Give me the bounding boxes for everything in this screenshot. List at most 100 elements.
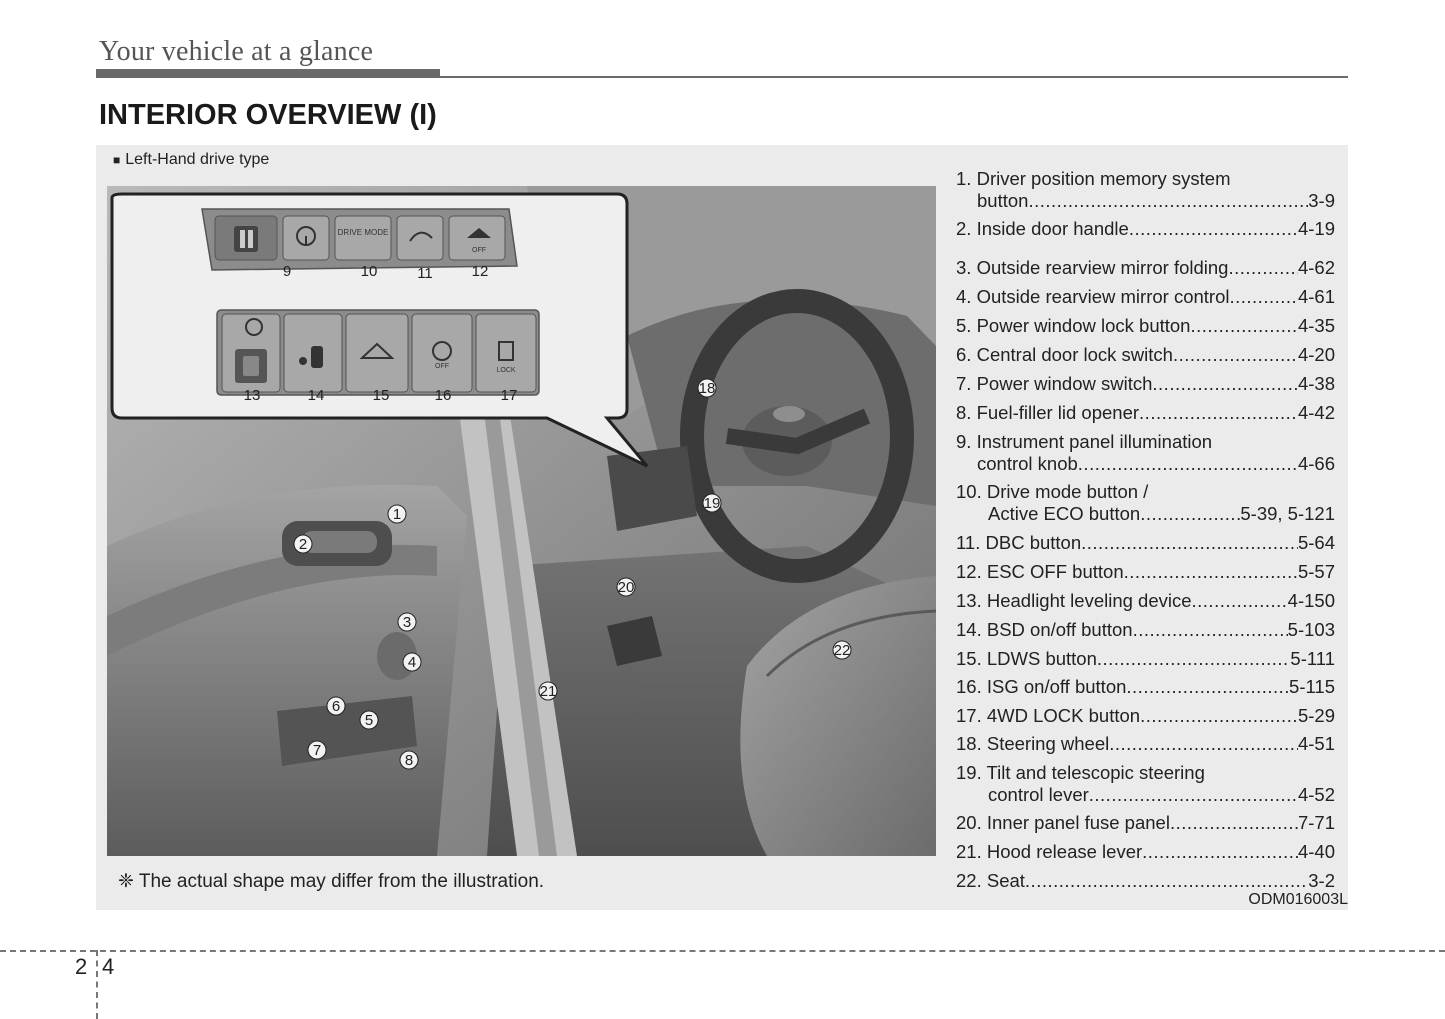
legend-item-number: 4. <box>956 286 972 307</box>
legend-item: 22. Seat 3-2 <box>956 870 1335 892</box>
legend-item-page: 4-19 <box>1297 218 1335 239</box>
legend-item-text: Outside rearview mirror control <box>976 286 1230 307</box>
legend-item: 20. Inner panel fuse panel 7-71 <box>956 812 1335 834</box>
legend-item-page: 7-71 <box>1297 812 1335 833</box>
legend-item-row: 17. 4WD LOCK button 5-29 <box>956 705 1335 727</box>
legend-item-first-line: 9. Instrument panel illumination <box>956 431 1335 453</box>
legend-item-row: 21. Hood release lever 4-40 <box>956 841 1335 863</box>
legend-item-row: 13. Headlight leveling device 4-150 <box>956 590 1335 612</box>
legend-item-page: 3-2 <box>1308 870 1335 891</box>
legend-item-page: 4-62 <box>1297 257 1335 278</box>
legend-item: 13. Headlight leveling device 4-150 <box>956 590 1335 612</box>
legend-item-number: 9. <box>956 431 972 452</box>
ldws-icon <box>359 342 395 359</box>
drive-type-caption: ■Left-Hand drive type <box>113 151 269 169</box>
headlight-leveling-icon <box>235 318 267 383</box>
legend-item-number: 8. <box>956 402 972 423</box>
callout-20: 20 <box>618 579 635 596</box>
callout-3: 3 <box>403 614 411 631</box>
legend-item-text: button <box>977 190 1029 211</box>
interior-illustration: DRIVE MODE OFF <box>107 186 937 856</box>
legend-item-first-line: 19. Tilt and telescopic steering <box>956 762 1335 784</box>
legend-item-number: 22. <box>956 870 982 891</box>
legend-item-text: Central door lock switch <box>976 344 1173 365</box>
legend-item-page: 4-38 <box>1297 373 1335 394</box>
leader-dots <box>1097 648 1291 670</box>
legend-item-number: 7. <box>956 373 972 394</box>
legend-item: 8. Fuel-filler lid opener 4-42 <box>956 402 1335 424</box>
legend-item-row: 5. Power window lock button 4-35 <box>956 315 1335 337</box>
drive-mode-icon: DRIVE MODE <box>338 228 389 237</box>
legend-item-number: 10. <box>956 481 982 502</box>
footer-dashed-line <box>0 950 1445 952</box>
callout-17: 17 <box>501 387 518 404</box>
callout-14: 14 <box>308 387 325 404</box>
legend-item-page: 4-20 <box>1297 344 1335 365</box>
header-rule-thick <box>96 69 440 78</box>
legend-item-page: 4-51 <box>1297 733 1335 754</box>
legend-item-number: 3. <box>956 257 972 278</box>
leader-dots <box>1081 532 1298 554</box>
leader-dots <box>1028 190 1308 212</box>
legend-item: 11. DBC button 5-64 <box>956 532 1335 554</box>
legend-item-text: Instrument panel illumination <box>976 431 1213 452</box>
legend-item-number: 2. <box>956 218 972 239</box>
legend-item-text: Tilt and telescopic steering <box>986 762 1205 783</box>
leader-dots <box>1173 344 1298 366</box>
legend-item-text: Headlight leveling device <box>986 590 1192 611</box>
callout-11: 11 <box>417 265 433 282</box>
callout-19: 19 <box>704 495 721 512</box>
legend-item-row: 14. BSD on/off button 5-103 <box>956 619 1335 641</box>
legend-item-number: 13. <box>956 590 982 611</box>
legend-item-row: 22. Seat 3-2 <box>956 870 1335 892</box>
legend-item-text: Inner panel fuse panel <box>986 812 1170 833</box>
legend-item-row: button 3-9 <box>956 190 1335 212</box>
legend-item-text: Active ECO button <box>988 503 1141 524</box>
callout-10: 10 <box>361 263 378 280</box>
legend-item-text: Outside rearview mirror folding <box>976 257 1229 278</box>
legend-item-row: 16. ISG on/off button 5-115 <box>956 676 1335 698</box>
legend-item-number: 15. <box>956 648 982 669</box>
legend-item-first-line: 10. Drive mode button / <box>956 481 1335 503</box>
leader-dots <box>1025 870 1308 892</box>
callout-8: 8 <box>405 752 413 769</box>
legend-item: 12. ESC OFF button 5-57 <box>956 561 1335 583</box>
legend-item-page: 5-115 <box>1289 676 1335 697</box>
leader-dots <box>1126 676 1289 698</box>
legend-item-row: Active ECO button 5-39, 5-121 <box>956 503 1335 525</box>
callout-5: 5 <box>365 712 373 729</box>
callout-15: 15 <box>373 387 390 404</box>
leader-dots <box>1078 453 1298 475</box>
legend-item-page: 4-150 <box>1287 590 1335 611</box>
legend-item-number: 17. <box>956 705 982 726</box>
legend-item-text: Drive mode button / <box>986 481 1149 502</box>
footer-dashed-divider <box>96 950 98 1019</box>
bsd-icon <box>299 346 323 368</box>
callout-12: 12 <box>472 263 489 280</box>
bottom-button-row: OFF LOCK <box>216 309 540 396</box>
legend-item-row: 6. Central door lock switch 4-20 <box>956 344 1335 366</box>
legend-item: 17. 4WD LOCK button 5-29 <box>956 705 1335 727</box>
esc-off-icon: OFF <box>467 228 491 254</box>
legend-item-first-line: 1. Driver position memory system <box>956 168 1335 190</box>
interior-drawing: DRIVE MODE OFF <box>107 186 937 856</box>
callout-1: 1 <box>393 506 401 523</box>
legend-item: 21. Hood release lever 4-40 <box>956 841 1335 863</box>
callout-13: 13 <box>244 387 261 404</box>
legend-item-page: 5-39, 5-121 <box>1240 503 1335 524</box>
legend-item-page: 5-64 <box>1297 532 1335 553</box>
legend-item-page: 3-9 <box>1308 190 1335 211</box>
callout-18: 18 <box>699 380 716 397</box>
callout-4: 4 <box>408 654 416 671</box>
legend-item-page: 5-57 <box>1297 561 1335 582</box>
leader-dots <box>1190 315 1298 337</box>
callout-21: 21 <box>540 683 557 700</box>
legend-item-row: 12. ESC OFF button 5-57 <box>956 561 1335 583</box>
legend-item-row: 15. LDWS button 5-111 <box>956 648 1335 670</box>
legend-item: 2. Inside door handle 4-19 <box>956 218 1335 240</box>
legend-item-text: LDWS button <box>986 648 1097 669</box>
legend-item: 15. LDWS button 5-111 <box>956 648 1335 670</box>
legend-item-number: 21. <box>956 841 982 862</box>
